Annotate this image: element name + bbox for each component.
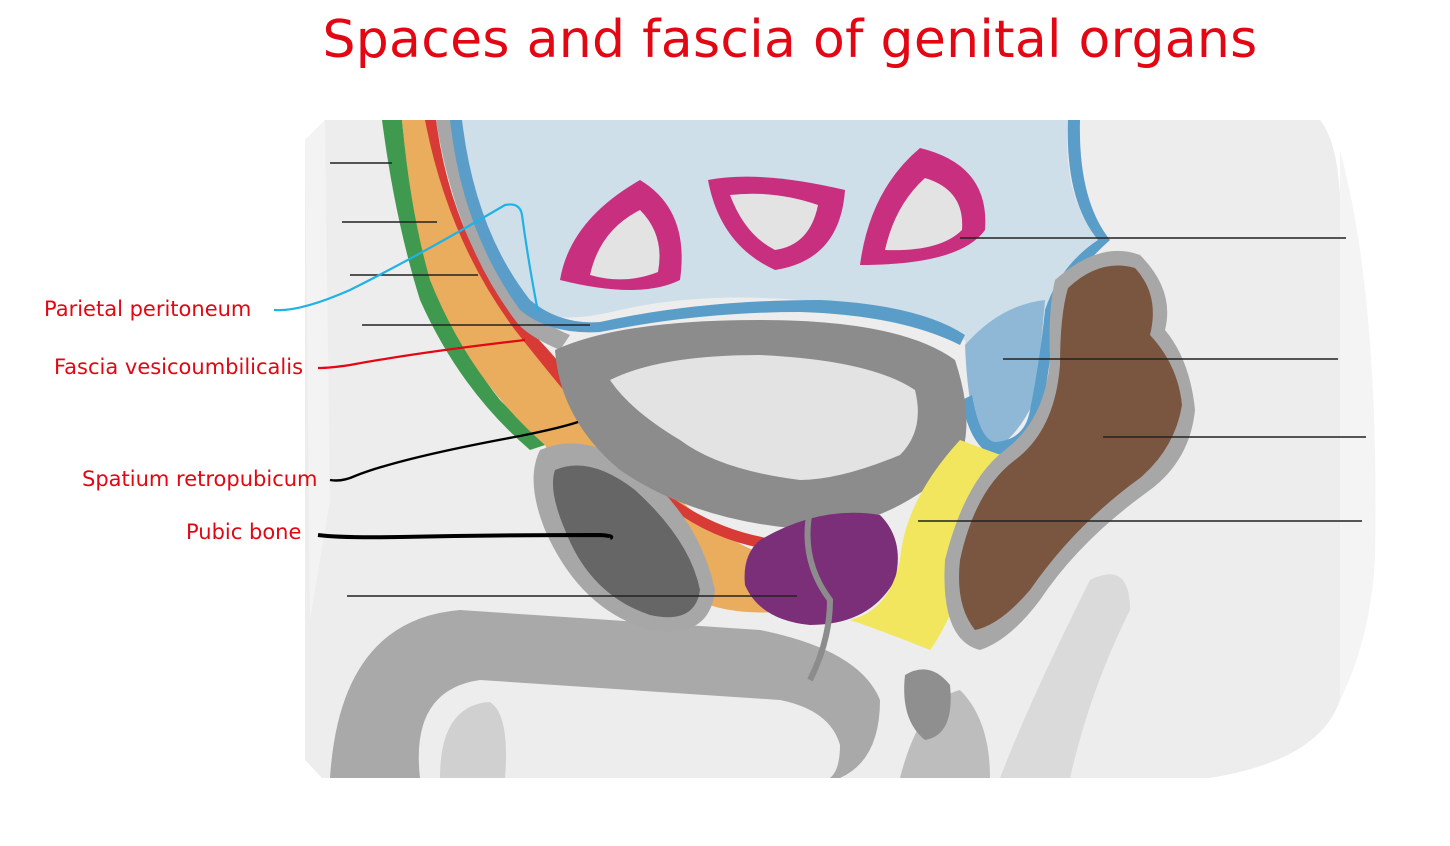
label-spatium-retropubicum: Spatium retropubicum: [82, 467, 318, 491]
pointer-parietal-peritoneum: [273, 203, 540, 313]
urethra: [804, 509, 834, 682]
prostate: [744, 512, 898, 625]
label-fascia-vesicoumbilicalis: Fascia vesicoumbilicalis: [54, 355, 304, 379]
pointer-fascia-vesicoumbilicalis: [317, 338, 526, 370]
rectum: [944, 250, 1195, 650]
diagram-title: Spaces and fascia of genital organs: [322, 10, 1258, 70]
pointer-pubic-bone: [317, 532, 614, 540]
leader-lines: [330, 162, 1366, 597]
pointer-spatium-retropubicum: [329, 420, 579, 482]
pubic-bone: [533, 443, 715, 632]
bladder: [555, 320, 967, 530]
pelvic-floor: [330, 574, 1130, 778]
rectovesical-pouch: [965, 300, 1045, 450]
label-parietal-peritoneum: Parietal peritoneum: [44, 297, 252, 321]
posterior-peritoneum: [962, 120, 1110, 455]
label-pubic-bone: Pubic bone: [186, 520, 302, 544]
small-intestine: [560, 148, 986, 290]
